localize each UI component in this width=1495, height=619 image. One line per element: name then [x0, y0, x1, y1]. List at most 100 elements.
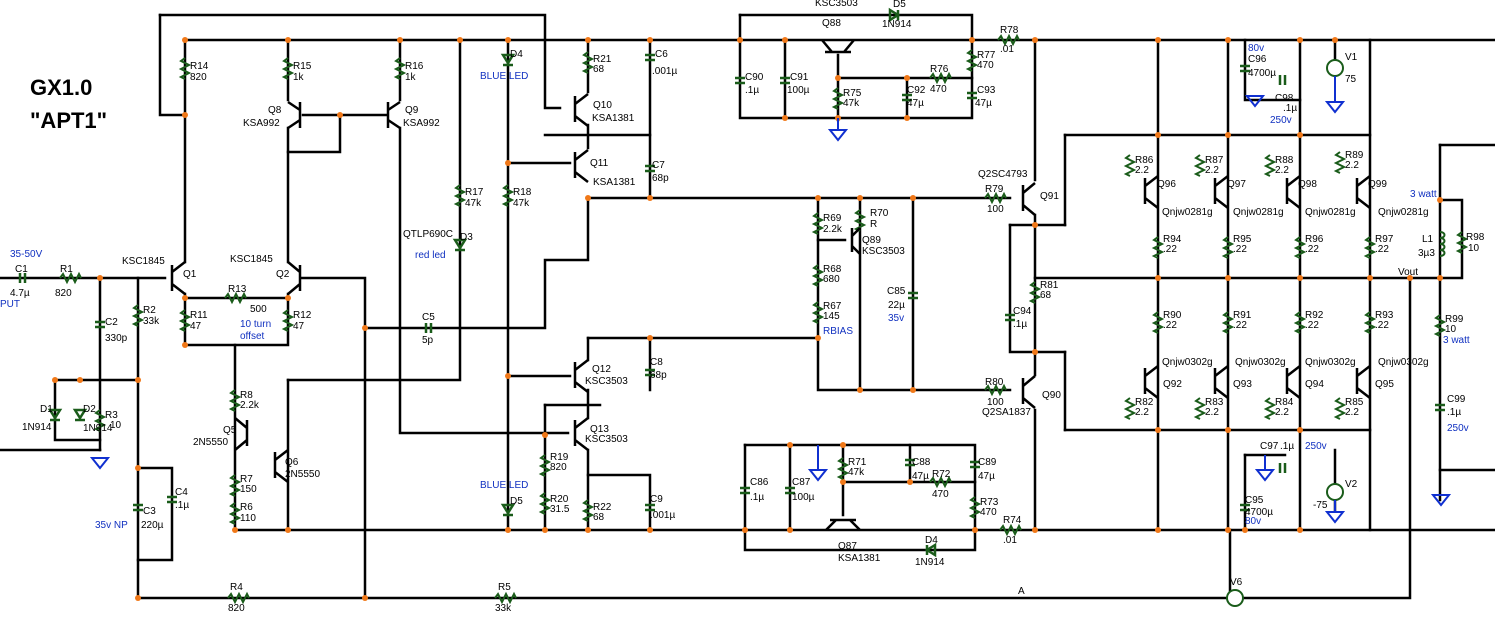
c98-voltage: 250v: [1270, 115, 1292, 126]
r84-ref: R84: [1275, 397, 1294, 408]
c98-val: .1µ: [1283, 103, 1297, 114]
c93-ref: C93: [977, 85, 996, 96]
r15-ref: R15: [293, 61, 312, 72]
c95-ref: C95: [1245, 495, 1264, 506]
r73-ref: R73: [980, 497, 999, 508]
r97-val: .22: [1375, 244, 1389, 255]
r85-ref: R85: [1345, 397, 1364, 408]
offset-pot-label: 10 turn: [240, 319, 271, 330]
q12-ref: Q12: [592, 364, 611, 375]
r74-val: .01: [1003, 535, 1017, 546]
q6-part: 2N5550: [285, 469, 320, 480]
r18-ref: R18: [513, 187, 532, 198]
r8-ref: R8: [240, 390, 253, 401]
r75-val: 47k: [843, 98, 860, 109]
c87-val: 100µ: [792, 492, 815, 503]
vout-label: Vout: [1398, 267, 1418, 278]
r70-ref: R70: [870, 208, 889, 219]
c4-ref: C4: [175, 487, 188, 498]
r16-ref: R16: [405, 61, 424, 72]
r72-val: 470: [932, 489, 949, 500]
c94-ref: C94: [1013, 306, 1032, 317]
c9-ref: C9: [650, 494, 663, 505]
c91-val: 100µ: [787, 85, 810, 96]
r22-ref: R22: [593, 502, 612, 513]
r99-val: 10: [1445, 324, 1457, 335]
r78-val: .01: [1000, 44, 1014, 55]
c8-ref: C8: [650, 357, 663, 368]
r8-val: 2.2k: [240, 400, 260, 411]
c5-val: 5p: [422, 335, 434, 346]
r80-val: 100: [987, 397, 1004, 408]
c3-ref: C3: [143, 506, 156, 517]
r83-ref: R83: [1205, 397, 1224, 408]
d1-ref: D1: [40, 404, 53, 415]
offset-label: offset: [240, 331, 264, 342]
c6-ref: C6: [655, 49, 668, 60]
diode-symbols: [47, 7, 937, 558]
r13-val: 500: [250, 304, 267, 315]
r15-val: 1k: [293, 72, 305, 83]
d2-part: 1N914: [83, 423, 113, 434]
r5-ref: R5: [498, 582, 511, 593]
c88-val: 47µ: [912, 471, 929, 482]
r72-ref: R72: [932, 469, 951, 480]
r89-val: 2.2: [1345, 160, 1359, 171]
c96-val: 4700µ: [1248, 68, 1276, 79]
wires: [0, 13, 1495, 600]
d4b-ref: D4: [925, 535, 938, 546]
q13-part: KSC3503: [585, 434, 628, 445]
q91-ref: Q91: [1040, 191, 1059, 202]
q96-part: Qnjw0281g: [1162, 207, 1213, 218]
c85-voltage: 35v: [888, 313, 904, 324]
q98-part: Qnjw0281g: [1305, 207, 1356, 218]
q5-ref: Q5: [223, 425, 237, 436]
c5-ref: C5: [422, 312, 435, 323]
q11-ref: Q11: [590, 158, 609, 169]
d3-part: QTLP690C: [403, 229, 453, 240]
r19-val: 820: [550, 462, 567, 473]
v6-ref: V6: [1230, 577, 1243, 588]
r71-ref: R71: [848, 457, 867, 468]
r91-val: .22: [1233, 320, 1247, 331]
q11-part: KSA1381: [593, 177, 636, 188]
q99-ref: Q99: [1368, 179, 1387, 190]
r93-val: .22: [1375, 320, 1389, 331]
c8-val: 68p: [650, 370, 667, 381]
r82-val: 2.2: [1135, 407, 1149, 418]
c86-ref: C86: [750, 477, 769, 488]
r78-ref: R78: [1000, 25, 1019, 36]
r95-val: .22: [1233, 244, 1247, 255]
q95-ref: Q95: [1375, 379, 1394, 390]
r79-ref: R79: [985, 184, 1004, 195]
input-label: PUT: [0, 299, 20, 310]
r3-val: 10: [110, 420, 122, 431]
c99-voltage: 250v: [1447, 423, 1469, 434]
r75-ref: R75: [843, 88, 862, 99]
r70-val: R: [870, 219, 877, 230]
c86-val: .1µ: [750, 492, 764, 503]
v2-ref: V2: [1345, 479, 1358, 490]
r1-ref: R1: [60, 264, 73, 275]
r91-ref: R91: [1233, 310, 1252, 321]
d1-part: 1N914: [22, 422, 52, 433]
r82-ref: R82: [1135, 397, 1154, 408]
transistor-symbols: [170, 39, 1371, 531]
c7-val: 68p: [652, 173, 669, 184]
d5b-part: 1N914: [882, 19, 912, 30]
c90-ref: C90: [745, 72, 764, 83]
q91-part: Q2SC4793: [978, 169, 1028, 180]
d4b-part: 1N914: [915, 557, 945, 568]
r11-val: 47: [190, 321, 202, 332]
q88-ref: Q88: [822, 18, 841, 29]
c4-val: .1µ: [175, 500, 189, 511]
c96-voltage: 80v: [1248, 43, 1264, 54]
r12-val: 47: [293, 321, 305, 332]
capacitor-symbols: [18, 53, 1445, 512]
q5-part: 2N5550: [193, 437, 228, 448]
r68-val: 680: [823, 274, 840, 285]
q10-part: KSA1381: [592, 113, 635, 124]
r98-val: 10: [1468, 243, 1480, 254]
r14-val: 820: [190, 72, 207, 83]
d5-ref: D5: [510, 496, 523, 507]
